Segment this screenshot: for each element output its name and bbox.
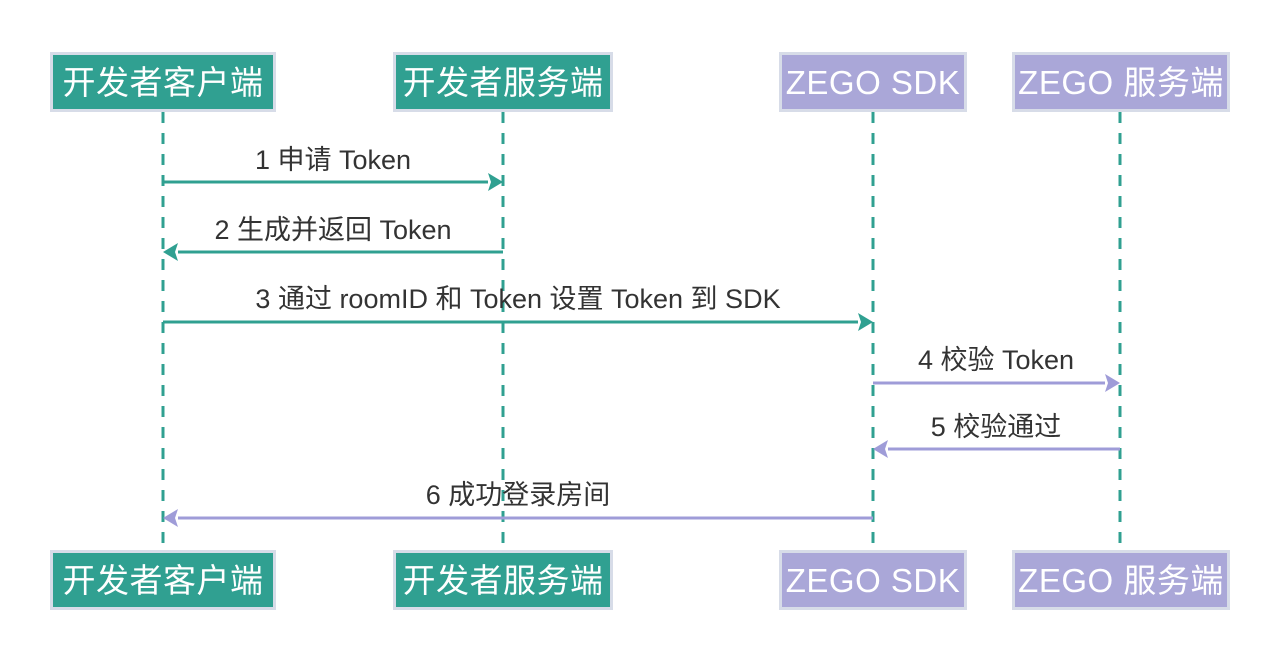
message-arrowhead-1 [488, 173, 503, 191]
actor-box-zego-server-bottom: ZEGO 服务端 [1012, 550, 1230, 610]
actor-label: 开发者客户端 [62, 63, 264, 101]
message-arrowhead-6 [163, 509, 178, 527]
actor-label: 开发者服务端 [402, 63, 604, 101]
actor-label: ZEGO SDK [785, 63, 961, 101]
lifelines-group [161, 112, 1122, 550]
actor-label: ZEGO SDK [785, 561, 961, 599]
actor-label: 开发者客户端 [62, 561, 264, 599]
actor-label: ZEGO 服务端 [1018, 63, 1224, 101]
actor-box-dev-server-bottom: 开发者服务端 [393, 550, 613, 610]
actor-box-zego-sdk-top: ZEGO SDK [779, 52, 967, 112]
message-arrows-group [163, 173, 1120, 527]
actor-box-zego-sdk-bottom: ZEGO SDK [779, 550, 967, 610]
actor-box-dev-client-bottom: 开发者客户端 [50, 550, 276, 610]
message-label-5: 5 校验通过 [930, 412, 1062, 442]
message-label-2: 2 生成并返回 Token [214, 215, 452, 245]
message-arrowhead-3 [858, 313, 873, 331]
message-label-1: 1 申请 Token [254, 145, 412, 175]
message-arrowhead-4 [1105, 374, 1120, 392]
actor-box-zego-server-top: ZEGO 服务端 [1012, 52, 1230, 112]
message-arrowhead-2 [163, 243, 178, 261]
message-label-3: 3 通过 roomID 和 Token 设置 Token 到 SDK [255, 284, 781, 314]
actor-box-dev-client-top: 开发者客户端 [50, 52, 276, 112]
message-label-6: 6 成功登录房间 [425, 480, 611, 510]
actor-box-dev-server-top: 开发者服务端 [393, 52, 613, 112]
actor-label: 开发者服务端 [402, 561, 604, 599]
message-label-4: 4 校验 Token [917, 345, 1075, 375]
message-arrowhead-5 [873, 440, 888, 458]
actor-label: ZEGO 服务端 [1018, 561, 1224, 599]
